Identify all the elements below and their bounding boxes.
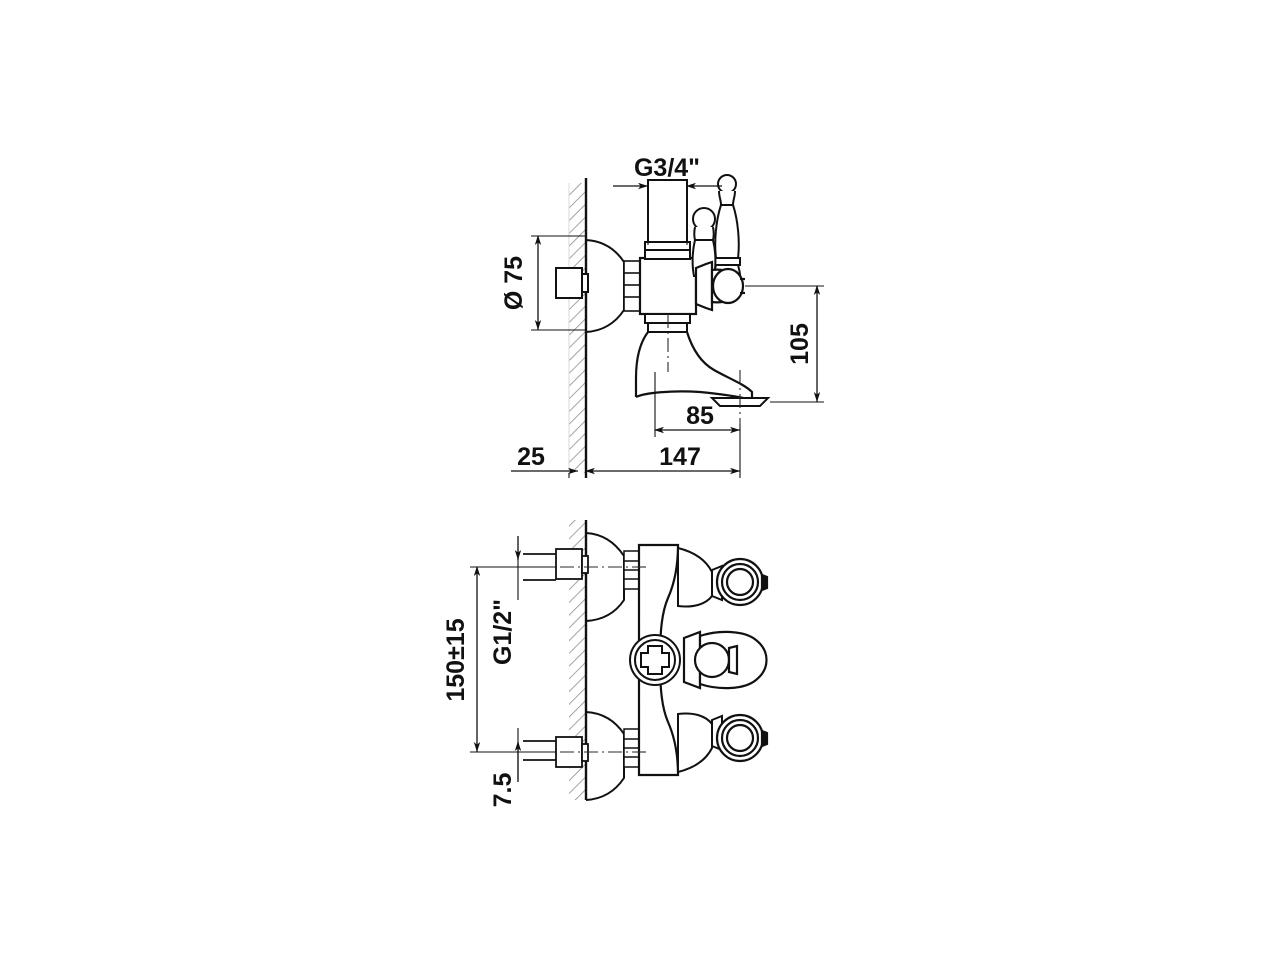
plan-view: 150±15 G1/2" 7.5 (442, 520, 769, 808)
dimension-label-spout-height: 105 (786, 323, 814, 365)
inlet-stub-top-plan (523, 548, 589, 581)
collar-ribs-top-plan (623, 550, 640, 590)
side-elevation-view: Ø 75 G3/4" 105 85 147 (500, 154, 824, 478)
wall-section-upper (568, 178, 588, 478)
body-collar-ribs (623, 260, 641, 312)
dimension-label-inlet-centers: 150±15 (442, 618, 470, 701)
wall-inlet-connector-side (555, 267, 589, 299)
dimension-label-inlet-thread: G1/2" (489, 599, 517, 665)
dimension-outlet-thread: G3/4" (613, 154, 722, 245)
dimension-spout-reach: 85 (654, 372, 740, 437)
dimension-inlet-offset: 7.5 (489, 773, 517, 808)
dimension-label-outlet-thread: G3/4" (634, 154, 700, 182)
outlet-fitting-plan (629, 634, 681, 686)
dimension-label-inlet-offset: 7.5 (489, 773, 517, 808)
centerlines-upper (667, 314, 741, 424)
handle-knob-top-plan[interactable] (715, 557, 769, 607)
dimension-label-spout-reach: 85 (686, 402, 714, 430)
handle-hub-side (694, 260, 745, 312)
handle-knob-bottom-plan[interactable] (715, 713, 769, 763)
dimension-label-flange-diameter: Ø 75 (500, 256, 528, 310)
outlet-riser-stem (644, 179, 691, 260)
dimension-label-wall-thickness: 25 (517, 443, 545, 471)
collar-ribs-bottom-plan (623, 728, 640, 768)
valve-body-side (638, 256, 698, 316)
dimension-inlet-thread: G1/2" (489, 536, 522, 782)
dimension-label-total-projection: 147 (659, 443, 701, 471)
centerlines-plan (512, 566, 648, 753)
dimension-wall-thickness: 25 (511, 443, 578, 478)
dimension-total-projection: 147 (585, 332, 741, 478)
dimension-spout-height: 105 (745, 285, 824, 403)
center-lever-plan[interactable] (682, 630, 768, 690)
dimension-flange-diameter: Ø 75 (500, 235, 586, 331)
dimension-inlet-centers: 150±15 (442, 566, 556, 753)
